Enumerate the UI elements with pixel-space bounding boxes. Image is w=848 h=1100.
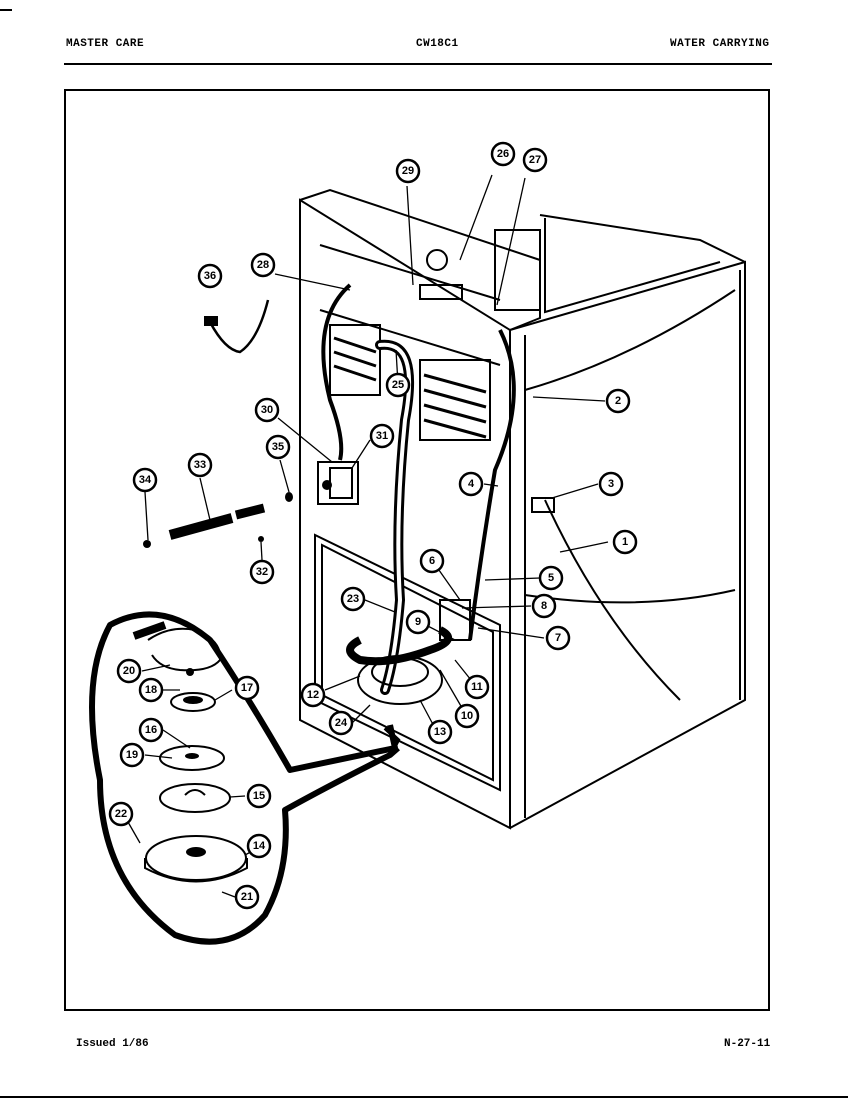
callout-28: 28 [250,252,276,278]
callout-29: 29 [395,158,421,184]
svg-text:18: 18 [145,684,157,696]
timer-switch [419,229,541,311]
diagram-frame [64,89,770,1011]
svg-text:6: 6 [429,555,435,567]
svg-text:13: 13 [434,726,446,738]
seal-exploded [159,745,225,771]
leader-lines [127,174,609,898]
callout-24: 24 [328,710,354,736]
svg-text:2: 2 [615,395,621,407]
footer-page-code: N-27-11 [724,1038,771,1050]
svg-text:1: 1 [622,536,628,548]
exploded-pump-balloon [89,611,401,945]
callout-18: 18 [138,677,164,703]
callout-14: 14 [246,833,272,859]
callout-3: 3 [598,471,624,497]
power-cord [204,299,270,354]
svg-text:21: 21 [241,891,253,903]
callout-17: 17 [234,675,260,701]
callout-15: 15 [246,783,272,809]
callout-9: 9 [405,609,431,635]
header-section: WATER CARRYING [670,38,770,50]
callout-1: 1 [612,529,638,555]
svg-text:5: 5 [548,572,554,584]
svg-text:11: 11 [471,681,483,693]
callout-10: 10 [454,703,480,729]
svg-text:17: 17 [241,682,253,694]
callout-26: 26 [490,141,516,167]
callout-13: 13 [427,719,453,745]
svg-text:27: 27 [529,154,541,166]
svg-text:31: 31 [376,430,388,442]
callout-34: 34 [132,467,158,493]
water-valve [317,461,359,505]
svg-text:34: 34 [139,474,152,486]
callout-21: 21 [234,884,260,910]
svg-text:22: 22 [115,808,127,820]
svg-text:20: 20 [123,665,135,677]
fill-hose [321,283,516,641]
svg-text:36: 36 [204,270,216,282]
callout-20: 20 [116,658,142,684]
impeller-exploded [170,692,216,712]
footer-issue-date: Issued 1/86 [76,1038,149,1050]
svg-text:30: 30 [261,404,273,416]
svg-text:9: 9 [415,616,421,628]
callout-5: 5 [538,565,564,591]
callout-12: 12 [300,682,326,708]
callout-31: 31 [369,423,395,449]
svg-text:7: 7 [555,632,561,644]
pump-cover-exploded [159,783,231,813]
callout-6: 6 [419,548,445,574]
callout-7: 7 [545,625,571,651]
drain-hose [375,339,415,695]
svg-text:29: 29 [402,165,414,177]
callout-16: 16 [138,717,164,743]
pump-base-exploded [144,835,248,883]
svg-text:15: 15 [253,790,265,802]
header-rule [64,63,772,65]
svg-text:26: 26 [497,148,509,160]
rear-louvers [329,324,491,441]
svg-text:23: 23 [347,593,359,605]
svg-text:10: 10 [461,710,473,722]
svg-text:12: 12 [307,689,319,701]
svg-text:32: 32 [256,566,268,578]
svg-text:16: 16 [145,724,157,736]
lower-access-panel [314,533,501,792]
svg-text:28: 28 [257,259,269,271]
callout-32: 32 [249,559,275,585]
svg-text:33: 33 [194,459,206,471]
callout-30: 30 [254,397,280,423]
svg-text:8: 8 [541,600,547,612]
header-model: CW18C1 [416,38,459,50]
svg-text:3: 3 [608,478,614,490]
inlet-hoses [143,492,293,548]
svg-text:14: 14 [253,840,266,852]
callout-8: 8 [531,593,557,619]
pump-housing-exploded [132,621,222,676]
callout-4: 4 [458,471,484,497]
svg-text:4: 4 [468,478,475,490]
callout-11: 11 [464,674,490,700]
svg-text:24: 24 [335,717,348,729]
corner-mark [0,9,12,11]
callout-2: 2 [605,388,631,414]
callout-19: 19 [119,742,145,768]
callout-33: 33 [187,452,213,478]
callout-23: 23 [340,586,366,612]
callout-22: 22 [108,801,134,827]
header-brand: MASTER CARE [66,38,145,50]
bottom-edge-rule [0,1096,848,1098]
callout-27: 27 [522,147,548,173]
callout-35: 35 [265,434,291,460]
washer-cabinet [299,188,746,830]
callout-36: 36 [197,263,223,289]
svg-text:19: 19 [126,749,138,761]
svg-text:25: 25 [392,379,404,391]
callout-25: 25 [385,372,411,398]
svg-text:35: 35 [272,441,284,453]
